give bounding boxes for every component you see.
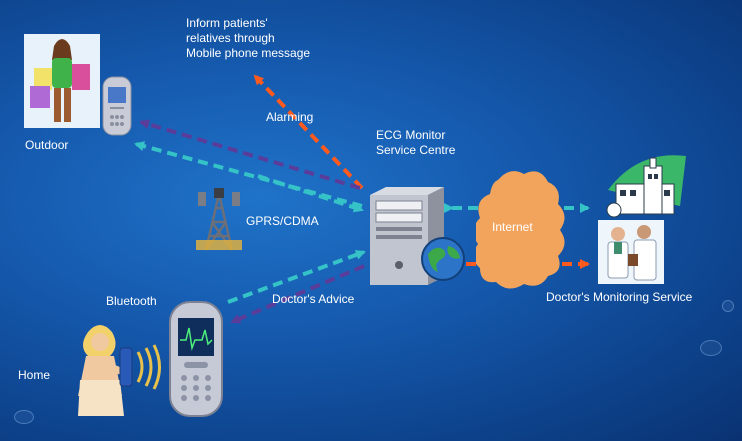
ecg-centre-label-line-2: Service Centre: [376, 143, 456, 157]
patient-woman-icon: [78, 325, 128, 416]
data-arrow-home: [227, 250, 366, 304]
home-label: Home: [18, 368, 51, 382]
decor-bubble: [700, 340, 722, 356]
gprs-label: GPRS/CDMA: [246, 214, 319, 228]
antenna-tower-icon: [196, 188, 242, 251]
ecg-centre-label-line-1: ECG Monitor: [376, 128, 446, 142]
outdoor-label: Outdoor: [25, 138, 69, 152]
doctors-monitoring-label: Doctor's Monitoring Service: [546, 290, 693, 304]
internet-label: Internet: [492, 220, 533, 234]
advice-arrow-home: [230, 264, 365, 324]
decor-bubble: [722, 300, 734, 312]
advice-arrow-outdoor: [139, 119, 361, 190]
alarming-label: Alarming: [266, 110, 314, 124]
ecg-sensor-icon: [119, 344, 161, 390]
mobile-phone-icon: [102, 76, 132, 136]
bluetooth-label: Bluetooth: [106, 294, 157, 308]
internet-cloud-icon: [476, 171, 565, 289]
globe-icon: [421, 237, 465, 281]
decor-bubble: [14, 410, 34, 424]
inform-label-line-2: relatives through: [186, 31, 275, 45]
alarm-arrow: [253, 74, 364, 190]
inform-label-line-1: Inform patients': [186, 16, 268, 30]
woman-shopping-icon: [24, 34, 100, 128]
hospital-building-icon: [606, 155, 686, 218]
doctors-advice-label: Doctor's Advice: [272, 292, 355, 306]
data-arrow-gprs: [257, 174, 364, 213]
inform-label-line-3: Mobile phone message: [186, 46, 311, 60]
doctors-icon: [598, 220, 664, 284]
ecg-phone-icon: [169, 301, 223, 417]
